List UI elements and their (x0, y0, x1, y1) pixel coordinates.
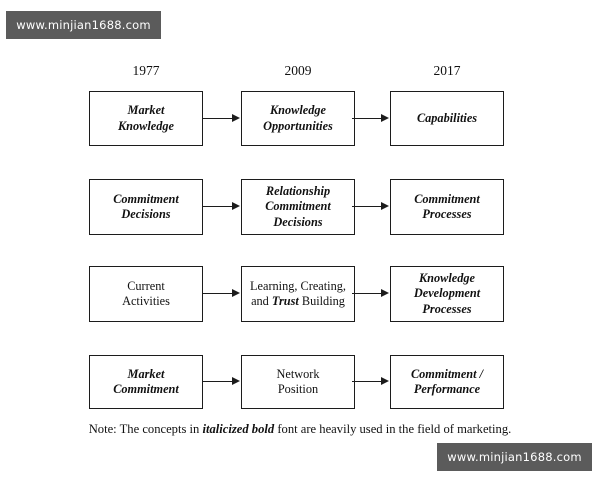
arrow-right-icon (352, 289, 390, 299)
node-label: Market Commitment (113, 367, 179, 398)
node-label: Commitment Decisions (113, 192, 179, 223)
node-box[interactable]: Relationship Commitment Decisions (241, 179, 355, 235)
arrow-right-icon (203, 289, 241, 299)
node-label-line1: Commitment (113, 191, 179, 206)
node-label: Commitment / Performance (411, 367, 483, 398)
node-box[interactable]: Knowledge Development Processes (390, 266, 504, 322)
node-label-line2: Processes (422, 207, 472, 221)
node-box[interactable]: Market Knowledge (89, 91, 203, 146)
node-label: Relationship Commitment Decisions (265, 184, 331, 231)
arrow-shaft (352, 118, 382, 120)
node-box[interactable]: Current Activities (89, 266, 203, 322)
arrow-shaft (203, 293, 233, 295)
watermark-bottom: www.minjian1688.com (437, 443, 592, 471)
node-label-line1: Commitment / (410, 366, 484, 381)
arrow-shaft (203, 118, 233, 120)
arrow-right-icon (203, 114, 241, 124)
note-emphasis: italicized bold (202, 422, 275, 436)
node-box[interactable]: Market Commitment (89, 355, 203, 409)
node-label: Market Knowledge (118, 103, 174, 134)
node-label: Current Activities (122, 279, 170, 310)
node-label-line3: Decisions (273, 214, 323, 229)
node-label-line2: Commitment (265, 199, 331, 214)
node-box[interactable]: Commitment / Performance (390, 355, 504, 409)
node-label-line2: Activities (122, 294, 170, 308)
arrow-shaft (203, 206, 233, 208)
watermark-top: www.minjian1688.com (6, 11, 161, 39)
arrow-right-icon (352, 377, 390, 387)
arrow-head (232, 114, 240, 122)
arrow-head (232, 289, 240, 297)
arrow-right-icon (352, 202, 390, 212)
node-label: Knowledge Opportunities (263, 103, 333, 134)
node-label-line1: Network (276, 366, 320, 381)
column-header-year-2: 2009 (284, 63, 312, 78)
node-label-line2: Knowledge (117, 118, 175, 133)
arrow-head (381, 202, 389, 210)
node-label-line1: Knowledge (418, 270, 476, 285)
node-label-line1: Capabilities (416, 110, 478, 125)
node-box[interactable]: Commitment Decisions (89, 179, 203, 235)
node-label: Commitment Processes (414, 192, 480, 223)
node-label-line2: Decisions (121, 207, 171, 221)
node-label-line2-pre: and (251, 294, 272, 308)
node-label-line1: Knowledge (269, 103, 326, 117)
arrow-head (381, 289, 389, 297)
node-label-line1: Learning, Creating, (250, 278, 346, 293)
arrow-shaft (352, 293, 382, 295)
node-label: Knowledge Development Processes (414, 271, 480, 318)
node-label-line2: Opportunities (263, 118, 333, 133)
arrow-right-icon (203, 202, 241, 212)
arrow-shaft (203, 381, 233, 383)
node-label-line3: Processes (422, 301, 472, 316)
arrow-right-icon (352, 114, 390, 124)
column-header-year-3: 2017 (433, 63, 461, 78)
node-label-line2-emphasis: Trust (271, 294, 299, 308)
node-box[interactable]: Network Position (241, 355, 355, 409)
note-suffix: font are heavily used in the field of ma… (274, 422, 512, 436)
node-label-line1: Current (127, 278, 165, 293)
node-label-line2: Commitment (113, 382, 179, 396)
arrow-head (232, 202, 240, 210)
node-label-line2: Development (413, 286, 481, 301)
node-label-line1: Market (127, 366, 165, 381)
arrow-head (381, 377, 389, 385)
node-label-line2: Position (277, 382, 319, 396)
arrow-shaft (352, 381, 382, 383)
column-header-year-1: 1977 (132, 63, 160, 78)
arrow-shaft (352, 206, 382, 208)
node-label-line1: Market (127, 103, 165, 117)
node-box[interactable]: Commitment Processes (390, 179, 504, 235)
node-label: Network Position (276, 367, 319, 398)
node-label-line2-post: Building (298, 294, 345, 308)
node-label-line2: and Trust Building (250, 294, 346, 310)
node-label: Capabilities (417, 111, 477, 127)
node-box[interactable]: Capabilities (390, 91, 504, 146)
node-label-line1: Relationship (265, 183, 331, 198)
node-box[interactable]: Learning, Creating, and Trust Building (241, 266, 355, 322)
note-prefix: Note: The concepts in (88, 422, 203, 436)
node-label-line2: Performance (413, 382, 481, 396)
node-label-line1: Commitment (414, 191, 480, 206)
arrow-head (381, 114, 389, 122)
node-box[interactable]: Knowledge Opportunities (241, 91, 355, 146)
arrow-head (232, 377, 240, 385)
diagram-note: Note: The concepts in italicized bold fo… (0, 421, 600, 438)
node-label: Learning, Creating, and Trust Building (250, 279, 346, 310)
arrow-right-icon (203, 377, 241, 387)
